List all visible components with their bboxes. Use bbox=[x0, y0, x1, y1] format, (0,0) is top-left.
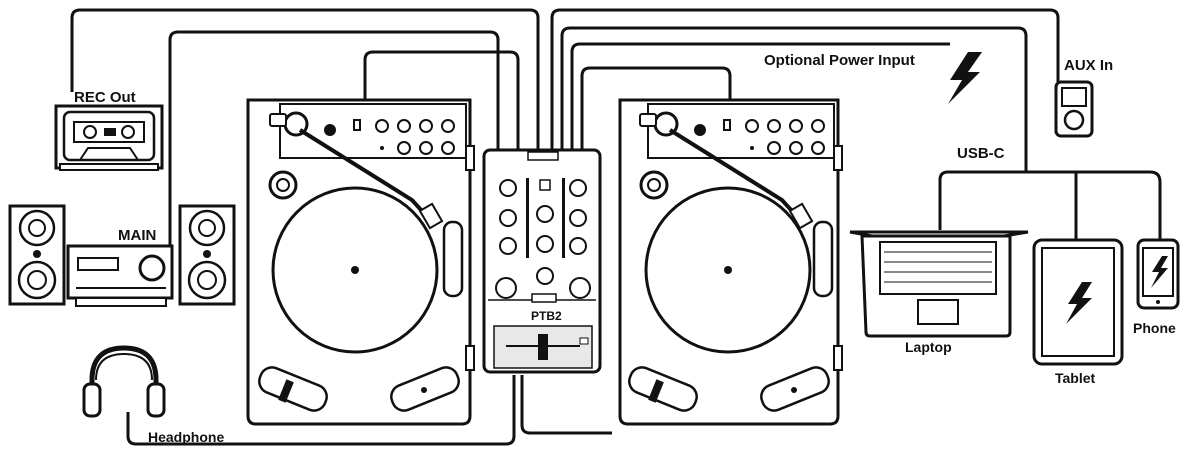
cable-left-deck bbox=[363, 50, 520, 152]
right-deck-knobs bbox=[745, 119, 825, 155]
label-headphone: Headphone bbox=[148, 429, 224, 445]
label-tablet: Tablet bbox=[1055, 370, 1096, 386]
label-optional-power: Optional Power Input bbox=[764, 52, 915, 69]
label-phone: Phone bbox=[1133, 320, 1176, 336]
label-mixer-model: PTB2 bbox=[531, 309, 562, 323]
cable-right-deck bbox=[580, 66, 732, 152]
right-speaker bbox=[178, 204, 236, 306]
label-main: MAIN bbox=[118, 227, 156, 244]
cable-usb bbox=[560, 26, 1028, 172]
cable-usb-branches bbox=[938, 170, 1162, 240]
left-speaker bbox=[8, 204, 66, 306]
left-deck-knobs bbox=[375, 119, 455, 155]
left-turntable bbox=[246, 98, 475, 426]
headphone-icon bbox=[82, 345, 166, 418]
mixer-meters bbox=[526, 178, 565, 258]
cable-right-bottom bbox=[520, 375, 612, 435]
cable-main bbox=[168, 30, 500, 245]
cable-rec-out bbox=[70, 8, 540, 152]
amplifier bbox=[66, 244, 174, 307]
cable-aux bbox=[550, 8, 1060, 152]
laptop bbox=[849, 230, 1029, 338]
label-aux-in: AUX In bbox=[1064, 57, 1113, 74]
cables bbox=[70, 8, 1162, 446]
label-rec-out: REC Out bbox=[74, 89, 136, 106]
cable-headphone bbox=[126, 375, 516, 446]
mixer-knobs bbox=[495, 179, 591, 299]
lightning-bolt-icon bbox=[1151, 256, 1168, 288]
laptop-keyboard bbox=[884, 251, 992, 283]
right-turntable bbox=[618, 98, 843, 426]
lightning-bolt-icon bbox=[1066, 282, 1092, 324]
mixer bbox=[482, 148, 602, 374]
lightning-bolt-icon bbox=[948, 52, 982, 104]
label-usb-c: USB-C bbox=[957, 145, 1005, 162]
cassette-recorder bbox=[54, 104, 164, 171]
cable-power bbox=[570, 42, 950, 152]
label-laptop: Laptop bbox=[905, 339, 952, 355]
media-player bbox=[1054, 80, 1094, 138]
